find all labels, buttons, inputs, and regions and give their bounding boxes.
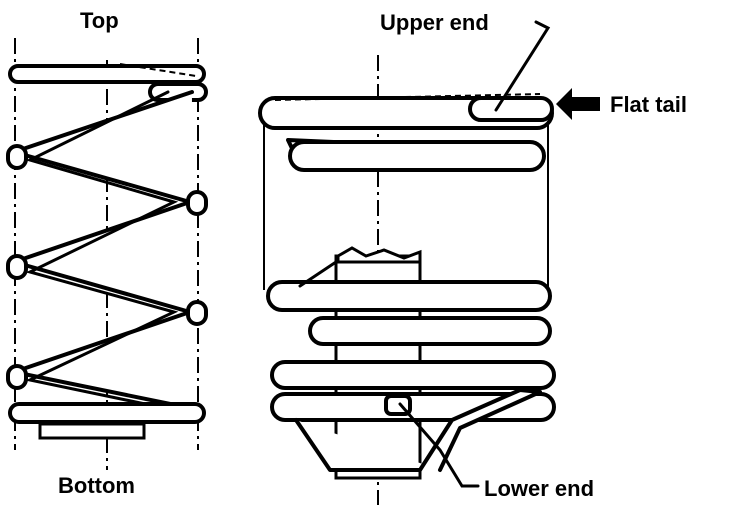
left-coil-side-1	[6, 144, 28, 170]
right-coil-4	[308, 316, 552, 346]
left-coil-side-2	[186, 190, 208, 216]
label-bottom: Bottom	[58, 473, 135, 498]
right-strut-broken-top	[336, 246, 422, 264]
left-top-coil	[8, 64, 206, 84]
label-lower-end: Lower end	[484, 476, 594, 501]
upper-end-leader	[494, 20, 551, 112]
label-flat-tail: Flat tail	[610, 92, 687, 117]
right-coil-3	[266, 280, 552, 312]
right-spring	[258, 55, 556, 505]
right-lower-seat	[294, 388, 542, 472]
right-coil-5	[270, 360, 556, 390]
left-bottom-seat	[38, 422, 146, 440]
left-arrow-icon	[556, 88, 600, 120]
right-coil-2	[288, 140, 546, 172]
left-coil-wire-outer	[12, 90, 194, 410]
left-spring	[6, 38, 208, 470]
left-coil-side-4	[186, 300, 208, 326]
right-upper-end-tail	[468, 96, 554, 122]
left-coil-wire-inner	[25, 90, 179, 412]
left-coil-side-3	[6, 254, 28, 280]
left-top-hidden-edge	[119, 63, 197, 77]
right-top-hidden-edge	[274, 93, 541, 101]
label-top: Top	[80, 8, 119, 33]
right-coil-3-lead	[298, 260, 338, 288]
lower-end-leader	[398, 402, 480, 488]
left-coil-side-5	[6, 364, 28, 390]
label-upper-end: Upper end	[380, 10, 489, 35]
left-bottom-coil	[8, 402, 206, 424]
